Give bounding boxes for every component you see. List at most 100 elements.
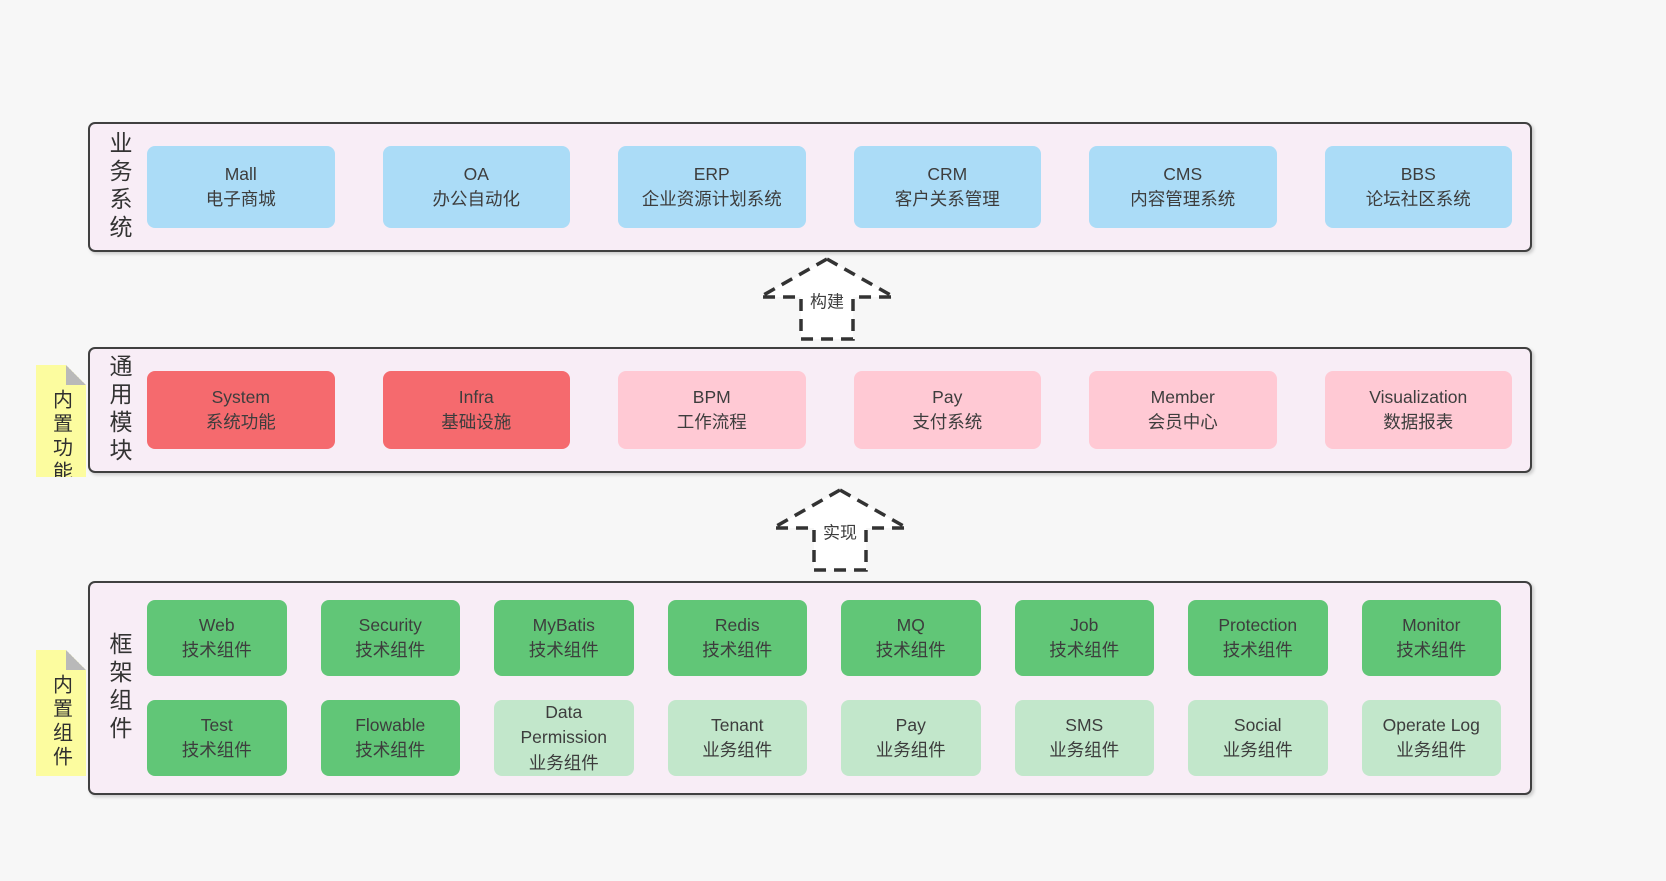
node-subtitle: 业务组件 <box>1049 740 1120 760</box>
node-pay-system: Pay 支付系统 <box>853 371 1041 449</box>
node-title: Mall <box>224 163 257 184</box>
node-mybatis: MyBatis 技术组件 <box>494 600 634 676</box>
node-title: BBS <box>1400 163 1436 184</box>
node-subtitle: 工作流程 <box>676 412 747 432</box>
node-subtitle: 客户关系管理 <box>894 189 1000 209</box>
layer-business-systems: 业务系统 Mall 电子商城 OA 办公自动化 ERP 企业资源计划系统 CRM… <box>88 122 1532 252</box>
node-title: Flowable <box>355 714 426 735</box>
business-systems-row: Mall 电子商城 OA 办公自动化 ERP 企业资源计划系统 CRM 客户关系… <box>147 146 1512 228</box>
node-bbs: BBS 论坛社区系统 <box>1324 146 1512 228</box>
node-subtitle: 系统功能 <box>205 412 276 432</box>
node-infra: Infra 基础设施 <box>382 371 570 449</box>
node-subtitle: 基础设施 <box>441 412 512 432</box>
node-title: Pay <box>932 386 963 407</box>
node-subtitle: 技术组件 <box>1222 640 1293 660</box>
node-tenant: Tenant 业务组件 <box>667 700 807 776</box>
node-subtitle: 电子商城 <box>205 189 276 209</box>
node-redis: Redis 技术组件 <box>667 600 807 676</box>
node-job: Job 技术组件 <box>1014 600 1154 676</box>
layer-common-modules: 通用模块 System 系统功能 Infra 基础设施 BPM 工作流程 Pay… <box>88 347 1532 473</box>
layer-label-business-systems: 业务系统 <box>106 131 132 243</box>
node-visualization: Visualization 数据报表 <box>1324 371 1512 449</box>
node-subtitle: 技术组件 <box>181 740 252 760</box>
node-pay-component: Pay 业务组件 <box>841 700 981 776</box>
node-title: ERP <box>693 163 730 184</box>
node-title: Monitor <box>1402 614 1461 635</box>
node-title: Operate Log <box>1382 714 1480 735</box>
node-title: Security <box>358 614 422 635</box>
note-built-in-components-label: 内置组件 <box>49 674 72 770</box>
arrow-implement-label: 实现 <box>820 517 860 545</box>
node-web: Web 技术组件 <box>147 600 287 676</box>
node-operate-log: Operate Log 业务组件 <box>1361 700 1501 776</box>
arrow-implement: 实现 <box>770 487 910 573</box>
node-subtitle: 技术组件 <box>875 640 946 660</box>
node-system: System 系统功能 <box>147 371 335 449</box>
node-security: Security 技术组件 <box>320 600 460 676</box>
node-protection: Protection 技术组件 <box>1188 600 1328 676</box>
node-title: MyBatis <box>532 614 595 635</box>
folded-corner-icon <box>66 650 86 670</box>
layer-framework-components: 框架组件 Web 技术组件 Security 技术组件 MyBatis 技术组件… <box>88 581 1532 795</box>
framework-row-1: Web 技术组件 Security 技术组件 MyBatis 技术组件 Redi… <box>147 600 1501 676</box>
node-subtitle: 业务组件 <box>702 740 773 760</box>
node-subtitle: 业务组件 <box>875 740 946 760</box>
node-subtitle: 办公自动化 <box>432 189 521 209</box>
node-subtitle: 业务组件 <box>528 752 599 773</box>
node-title: BPM <box>692 386 731 407</box>
node-crm: CRM 客户关系管理 <box>853 146 1041 228</box>
node-subtitle: 数据报表 <box>1383 412 1454 432</box>
node-title: Protection <box>1218 614 1298 635</box>
layer-label-framework-components: 框架组件 <box>106 632 132 744</box>
node-subtitle: 技术组件 <box>702 640 773 660</box>
node-subtitle: 技术组件 <box>355 740 426 760</box>
node-test: Test 技术组件 <box>147 700 287 776</box>
node-title: Web <box>198 614 235 635</box>
node-subtitle: 技术组件 <box>528 640 599 660</box>
node-title: Pay <box>895 714 926 735</box>
node-erp: ERP 企业资源计划系统 <box>618 146 806 228</box>
node-title: Tenant <box>710 714 764 735</box>
node-title: Data Permission <box>520 701 608 748</box>
note-built-in-features: 内置功能 <box>36 365 86 477</box>
node-cms: CMS 内容管理系统 <box>1089 146 1277 228</box>
node-subtitle: 企业资源计划系统 <box>641 189 782 209</box>
node-title: Redis <box>714 614 760 635</box>
common-modules-row: System 系统功能 Infra 基础设施 BPM 工作流程 Pay 支付系统… <box>147 371 1512 449</box>
node-oa: OA 办公自动化 <box>382 146 570 228</box>
node-subtitle: 论坛社区系统 <box>1365 189 1471 209</box>
node-title: OA <box>463 163 489 184</box>
node-social: Social 业务组件 <box>1188 700 1328 776</box>
framework-row-2: Test 技术组件 Flowable 技术组件 Data Permission … <box>147 700 1501 776</box>
node-title: Infra <box>458 386 494 407</box>
node-subtitle: 会员中心 <box>1147 412 1218 432</box>
node-subtitle: 支付系统 <box>912 412 983 432</box>
node-sms: SMS 业务组件 <box>1014 700 1154 776</box>
node-mall: Mall 电子商城 <box>147 146 335 228</box>
node-title: MQ <box>896 614 925 635</box>
layer-label-common-modules: 通用模块 <box>106 354 132 466</box>
node-subtitle: 内容管理系统 <box>1130 189 1236 209</box>
node-bpm: BPM 工作流程 <box>618 371 806 449</box>
note-built-in-features-label: 内置功能 <box>49 389 72 485</box>
node-title: Test <box>200 714 233 735</box>
node-flowable: Flowable 技术组件 <box>320 700 460 776</box>
node-subtitle: 业务组件 <box>1396 740 1467 760</box>
node-subtitle: 技术组件 <box>181 640 252 660</box>
node-title: Social <box>1233 714 1282 735</box>
node-subtitle: 业务组件 <box>1222 740 1293 760</box>
node-subtitle: 技术组件 <box>1396 640 1467 660</box>
folded-corner-icon <box>66 365 86 385</box>
node-title: CMS <box>1163 163 1203 184</box>
node-monitor: Monitor 技术组件 <box>1361 600 1501 676</box>
node-title: Job <box>1070 614 1099 635</box>
node-title: CRM <box>927 163 968 184</box>
note-built-in-components: 内置组件 <box>36 650 86 776</box>
node-title: System <box>211 386 270 407</box>
node-subtitle: 技术组件 <box>355 640 426 660</box>
node-subtitle: 技术组件 <box>1049 640 1120 660</box>
node-title: Member <box>1150 386 1215 407</box>
node-member: Member 会员中心 <box>1089 371 1277 449</box>
arrow-build: 构建 <box>757 256 897 342</box>
